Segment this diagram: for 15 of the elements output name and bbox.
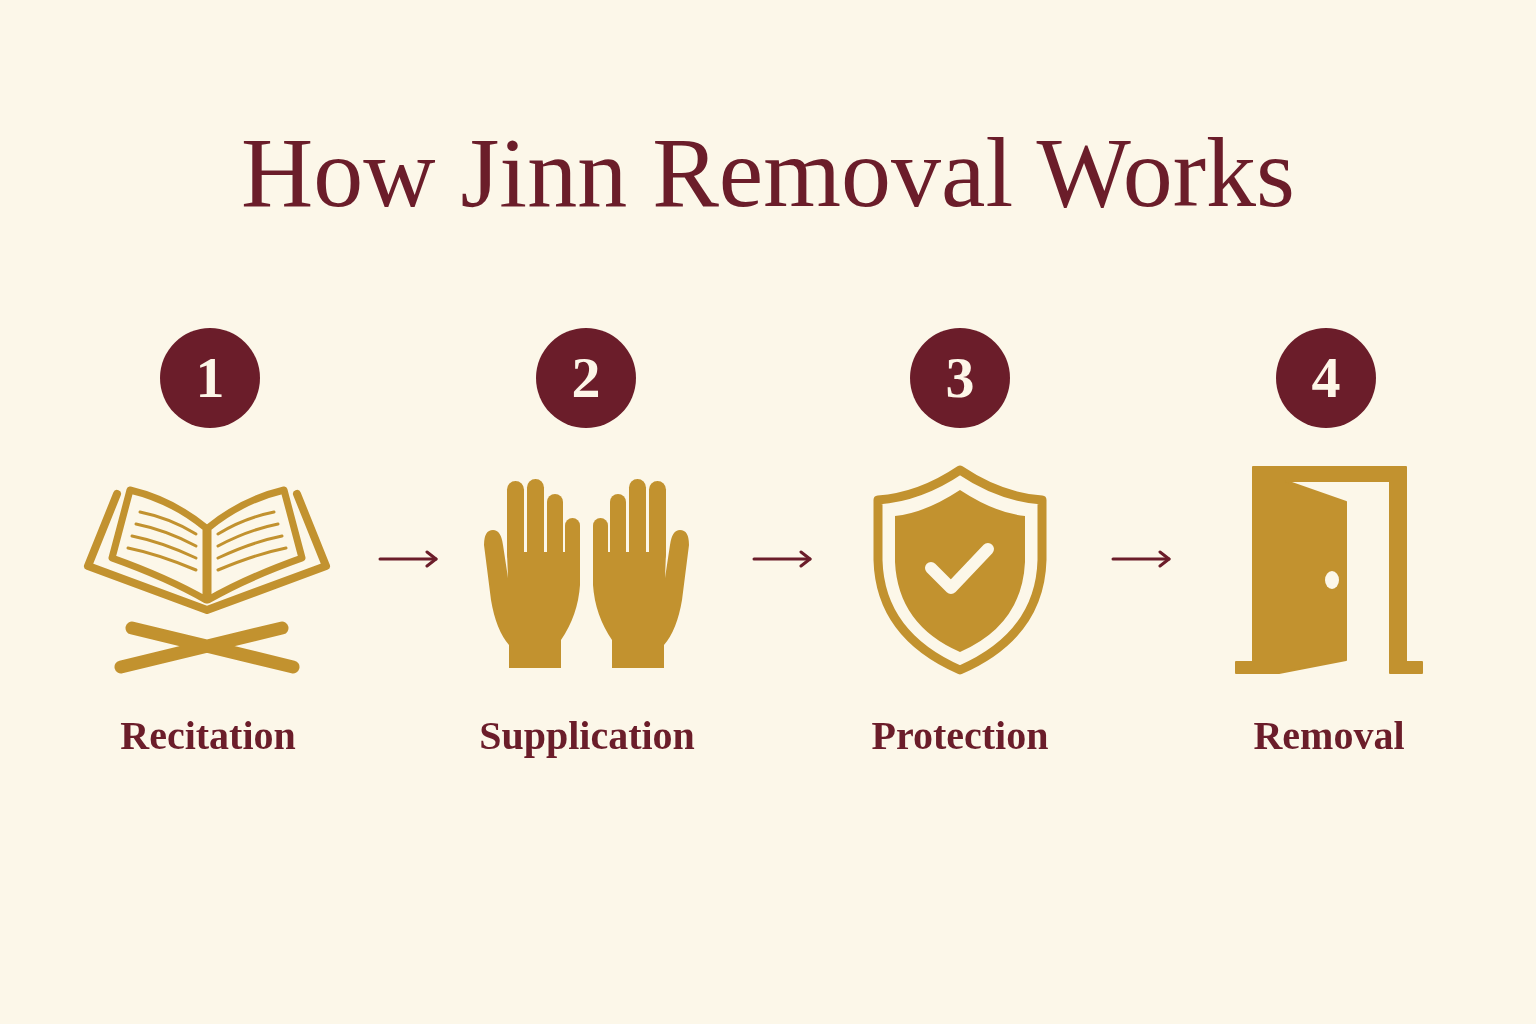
shield-check-icon bbox=[872, 464, 1048, 676]
praying-hands-icon bbox=[482, 477, 692, 670]
number-circle: 4 bbox=[1276, 328, 1376, 428]
step-label: Protection bbox=[871, 713, 1049, 759]
arrow bbox=[752, 550, 812, 568]
number-circle: 3 bbox=[910, 328, 1010, 428]
number-circle: 2 bbox=[536, 328, 636, 428]
step-label: Recitation bbox=[120, 713, 296, 759]
step-label: Supplication bbox=[479, 713, 695, 759]
step-label: Removal bbox=[1253, 713, 1405, 759]
open-door-icon bbox=[1234, 466, 1424, 675]
arrow bbox=[378, 550, 438, 568]
number-circle: 1 bbox=[160, 328, 260, 428]
arrow bbox=[1111, 550, 1171, 568]
title: How Jinn Removal Works bbox=[241, 117, 1295, 228]
